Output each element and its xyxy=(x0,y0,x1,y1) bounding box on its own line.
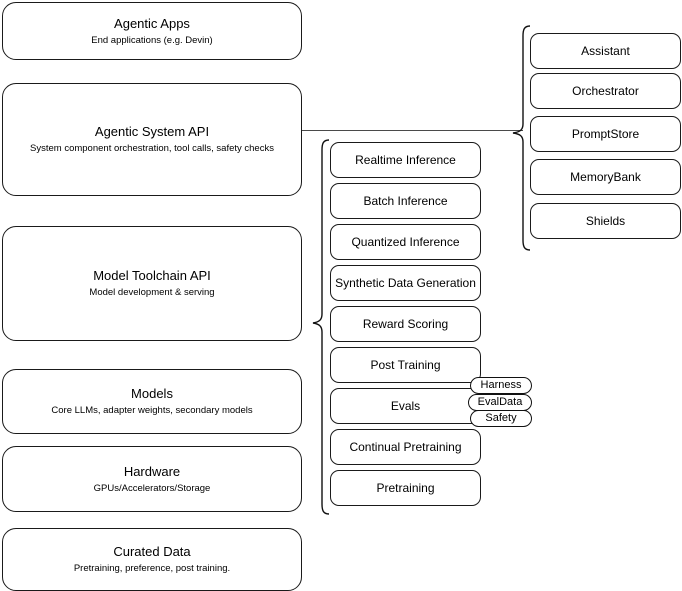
node-assistant[interactable]: Assistant xyxy=(530,33,681,69)
node-label: Evals xyxy=(390,399,421,413)
layer-subtitle: End applications (e.g. Devin) xyxy=(91,34,213,46)
node-label: Shields xyxy=(585,214,626,228)
layer-title: Agentic Apps xyxy=(114,15,190,31)
pill-safety[interactable]: Safety xyxy=(470,410,532,427)
layer-subtitle: Pretraining, preference, post training. xyxy=(73,563,231,574)
node-memorybank[interactable]: MemoryBank xyxy=(530,159,681,195)
layer-subtitle: Model development & serving xyxy=(89,287,215,298)
brace-toolchain xyxy=(312,139,330,515)
node-evals[interactable]: Evals xyxy=(330,388,481,424)
node-quantized-inference[interactable]: Quantized Inference xyxy=(330,224,481,260)
layer-title: Hardware xyxy=(123,463,181,479)
node-label: Continual Pretraining xyxy=(349,440,462,454)
node-pretraining[interactable]: Pretraining xyxy=(330,470,481,506)
layer-models[interactable]: Models Core LLMs, adapter weights, secon… xyxy=(2,369,302,434)
node-label: Synthetic Data Generation xyxy=(335,276,476,290)
connector-line-system-api xyxy=(302,130,523,132)
node-label: Pretraining xyxy=(376,481,435,495)
node-synthetic-data-generation[interactable]: Synthetic Data Generation xyxy=(330,265,481,301)
node-post-training[interactable]: Post Training xyxy=(330,347,481,383)
node-reward-scoring[interactable]: Reward Scoring xyxy=(330,306,481,342)
node-realtime-inference[interactable]: Realtime Inference xyxy=(330,142,481,178)
layer-title: Models xyxy=(131,386,173,401)
layer-model-toolchain-api[interactable]: Model Toolchain API Model development & … xyxy=(2,226,302,341)
node-batch-inference[interactable]: Batch Inference xyxy=(330,183,481,219)
node-label: Realtime Inference xyxy=(355,153,456,167)
layer-title: Model Toolchain API xyxy=(93,268,211,283)
node-label: Quantized Inference xyxy=(351,235,460,249)
node-label: MemoryBank xyxy=(570,170,641,184)
node-orchestrator[interactable]: Orchestrator xyxy=(530,73,681,109)
layer-subtitle: System component orchestration, tool cal… xyxy=(30,143,274,154)
pill-evaldata[interactable]: EvalData xyxy=(468,394,532,411)
brace-system-components xyxy=(512,25,531,251)
layer-curated-data[interactable]: Curated Data Pretraining, preference, po… xyxy=(2,528,302,591)
layer-agentic-apps[interactable]: Agentic Apps End applications (e.g. Devi… xyxy=(2,2,302,60)
layer-subtitle: GPUs/Accelerators/Storage xyxy=(93,482,211,494)
node-shields[interactable]: Shields xyxy=(530,203,681,239)
layer-title: Agentic System API xyxy=(94,124,210,139)
node-promptstore[interactable]: PromptStore xyxy=(530,116,681,152)
pill-harness[interactable]: Harness xyxy=(470,377,532,394)
layer-subtitle: Core LLMs, adapter weights, secondary mo… xyxy=(51,405,253,416)
node-label: Post Training xyxy=(370,358,441,372)
node-continual-pretraining[interactable]: Continual Pretraining xyxy=(330,429,481,465)
node-label: PromptStore xyxy=(571,127,640,141)
node-label: Reward Scoring xyxy=(362,317,449,331)
node-label: Assistant xyxy=(581,44,630,58)
layer-hardware[interactable]: Hardware GPUs/Accelerators/Storage xyxy=(2,446,302,512)
node-label: Orchestrator xyxy=(572,84,639,98)
node-label: Batch Inference xyxy=(363,194,448,208)
layer-title: Curated Data xyxy=(113,544,191,559)
layer-agentic-system-api[interactable]: Agentic System API System component orch… xyxy=(2,83,302,196)
